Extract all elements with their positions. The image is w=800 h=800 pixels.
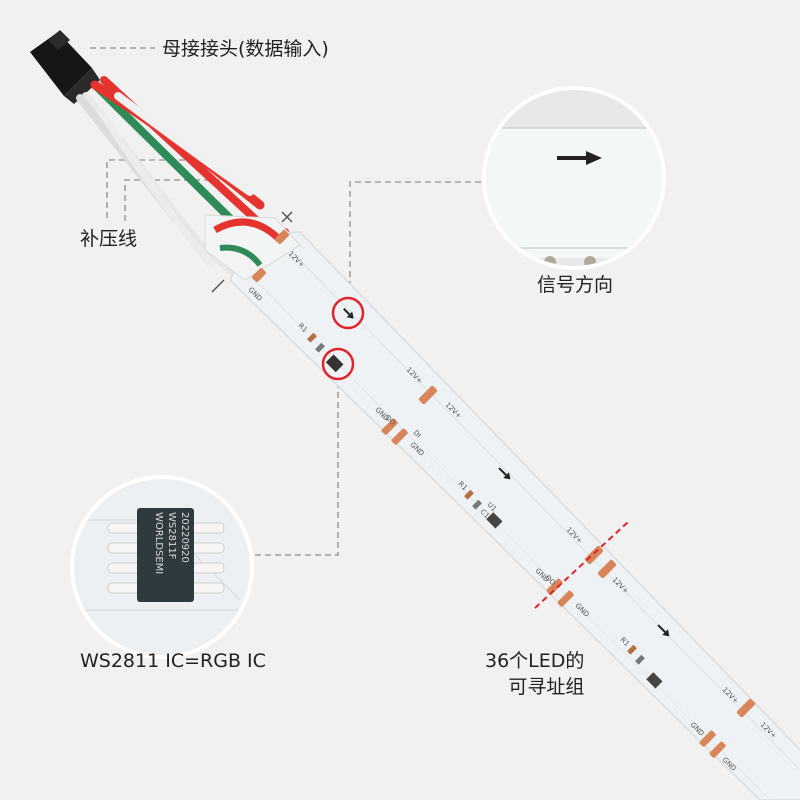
label-ic: WS2811 IC=RGB IC (80, 650, 266, 672)
chip-line3: 20220920 (179, 512, 190, 563)
ic-chip-small (325, 354, 344, 373)
chip-line1: WORLDSEMI (153, 512, 164, 574)
ic-pins (107, 522, 225, 594)
zoom-signal-direction (482, 86, 666, 270)
led-strip (204, 214, 800, 800)
mark-di-1: DI (412, 429, 423, 440)
label-addressable-group: 36个LED的 可寻址组 (485, 648, 584, 700)
highlight-arrow (331, 296, 365, 330)
label-group-line2: 可寻址组 (508, 676, 585, 698)
label-connector: 母接接头(数据输入) (162, 38, 329, 60)
crimp-wire-red (90, 80, 265, 210)
leader-ic (250, 362, 339, 556)
smd-components (307, 332, 663, 689)
leader-direction (349, 181, 486, 297)
chip-line2: WS2811F (166, 512, 177, 560)
label-signal-direction: 信号方向 (537, 274, 614, 296)
solder-pads (252, 230, 756, 758)
arrow-right-icon (557, 151, 602, 165)
ic-chip (137, 508, 194, 602)
highlight-circles (321, 296, 365, 381)
cut-marks (211, 211, 293, 293)
zoom-ic: WORLDSEMI WS2811F 20220920 (70, 475, 254, 659)
strip-direction-arrows (498, 467, 670, 637)
highlight-arrow-icon (343, 308, 354, 319)
label-group-line1: 36个LED的 (485, 650, 585, 672)
cut-line (534, 521, 629, 609)
label-crimp-wire: 补压线 (80, 228, 138, 250)
highlight-ic (321, 347, 355, 381)
female-connector (30, 30, 100, 104)
